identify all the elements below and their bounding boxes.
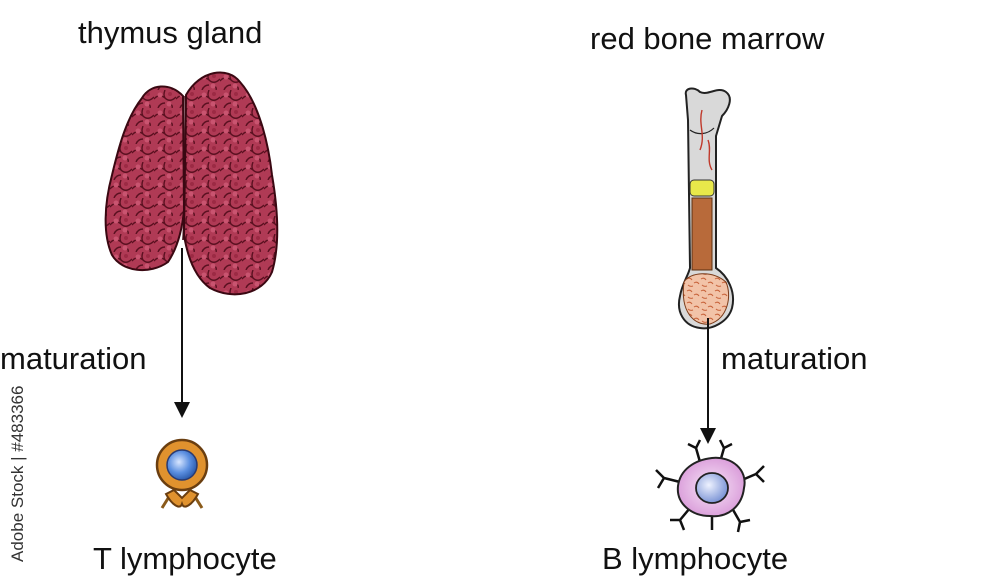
red-bone-marrow-label: red bone marrow bbox=[590, 21, 825, 56]
b-lymphocyte-label: B lymphocyte bbox=[602, 541, 789, 576]
t-lymphocyte-icon bbox=[155, 438, 209, 509]
maturation-label-right: maturation bbox=[721, 341, 868, 376]
maturation-arrow-left bbox=[174, 248, 190, 418]
femur-bone-icon bbox=[678, 87, 734, 330]
stock-credit-watermark: Adobe Stock | #483366 bbox=[8, 385, 27, 562]
b-lymphocyte-icon bbox=[655, 439, 765, 533]
t-lymphocyte-label: T lymphocyte bbox=[93, 541, 277, 576]
maturation-label-left: maturation bbox=[0, 341, 147, 376]
thymus-gland-label: thymus gland bbox=[78, 15, 263, 50]
maturation-arrow-right bbox=[700, 318, 716, 444]
thymus-gland-icon bbox=[104, 71, 279, 296]
